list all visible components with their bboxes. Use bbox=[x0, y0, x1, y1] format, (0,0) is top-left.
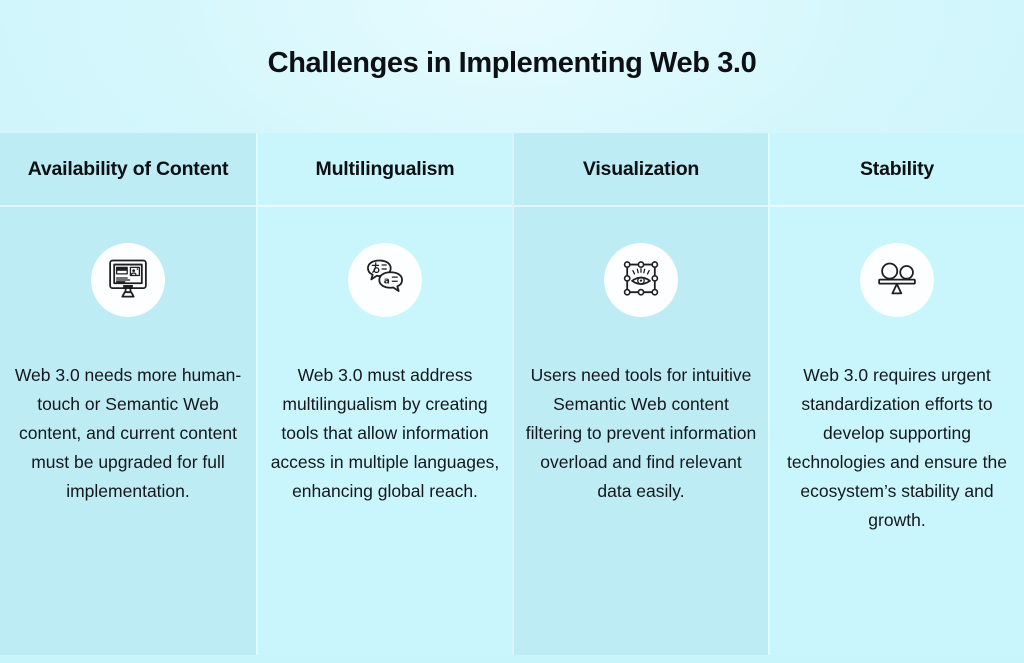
column-stability: Stability Web 3.0 requires urgent standa… bbox=[768, 133, 1024, 655]
column-availability-of-content: Availability of Content bbox=[0, 133, 256, 655]
column-header-label: Visualization bbox=[582, 157, 700, 180]
column-header: Visualization bbox=[514, 133, 768, 207]
translation-bubbles-icon: a bbox=[348, 243, 422, 317]
balance-scale-icon bbox=[860, 243, 934, 317]
column-header-label: Multilingualism bbox=[315, 157, 455, 180]
column-description: Web 3.0 requires urgent standardization … bbox=[787, 365, 1007, 530]
eye-selection-icon bbox=[604, 243, 678, 317]
title-area: Challenges in Implementing Web 3.0 bbox=[0, 0, 1024, 133]
page-title: Challenges in Implementing Web 3.0 bbox=[267, 47, 757, 79]
svg-text:a: a bbox=[384, 276, 390, 286]
column-header-label: Availability of Content bbox=[27, 157, 229, 180]
column-body: a Web 3.0 must address multilingualism b… bbox=[258, 207, 512, 655]
column-body: Users need tools for intuitive Semantic … bbox=[514, 207, 768, 655]
column-description: Web 3.0 must address multilingualism by … bbox=[270, 365, 500, 501]
column-visualization: Visualization bbox=[512, 133, 768, 655]
column-multilingualism: Multilingualism a Web 3.0 must addr bbox=[256, 133, 512, 655]
column-description: Web 3.0 needs more human-touch or Semant… bbox=[14, 365, 242, 501]
column-body: Web 3.0 requires urgent standardization … bbox=[770, 207, 1024, 655]
column-header-label: Stability bbox=[859, 157, 935, 180]
column-header: Availability of Content bbox=[0, 133, 256, 207]
column-header: Stability bbox=[770, 133, 1024, 207]
web-content-monitor-icon bbox=[91, 243, 165, 317]
column-body: Web 3.0 needs more human-touch or Semant… bbox=[0, 207, 256, 655]
column-header: Multilingualism bbox=[258, 133, 512, 207]
challenges-table: Availability of Content bbox=[0, 133, 1024, 655]
column-description: Users need tools for intuitive Semantic … bbox=[525, 365, 757, 501]
